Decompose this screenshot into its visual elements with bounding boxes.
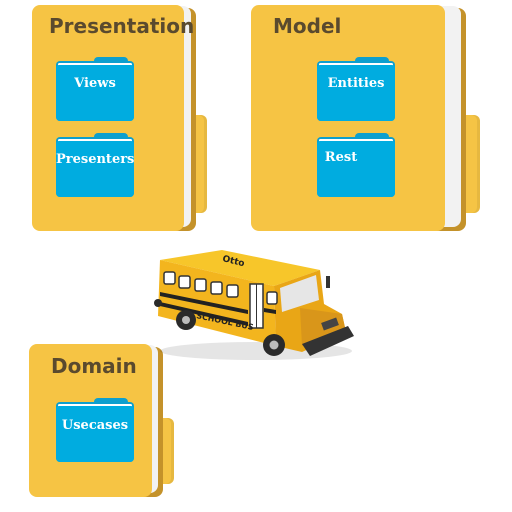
school-bus-icon: SCHOOL BUS Otto	[152, 248, 358, 362]
folder-domain: Domain Usecases	[29, 344, 174, 497]
subfolder-rest[interactable]: Rest	[317, 133, 395, 197]
subfolder-label-rest: Rest	[324, 150, 358, 165]
folder-title-model: Model	[273, 14, 342, 38]
subfolder-label-presenters: Presenters	[56, 152, 135, 167]
subfolder-presenters[interactable]: Presenters	[56, 133, 134, 197]
subfolder-usecases[interactable]: Usecases	[56, 398, 134, 462]
subfolder-label-views: Views	[74, 76, 116, 91]
folder-title-presentation: Presentation	[49, 14, 195, 38]
subfolder-entities[interactable]: Entities	[317, 57, 395, 121]
subfolder-label-usecases: Usecases	[61, 418, 129, 433]
folder-presentation: Presentation Views Presenters	[32, 5, 207, 231]
folder-title-domain: Domain	[51, 354, 137, 378]
subfolder-label-entities: Entities	[327, 76, 385, 91]
subfolder-views[interactable]: Views	[56, 57, 134, 121]
folder-model: Model Entities Rest	[251, 5, 480, 231]
